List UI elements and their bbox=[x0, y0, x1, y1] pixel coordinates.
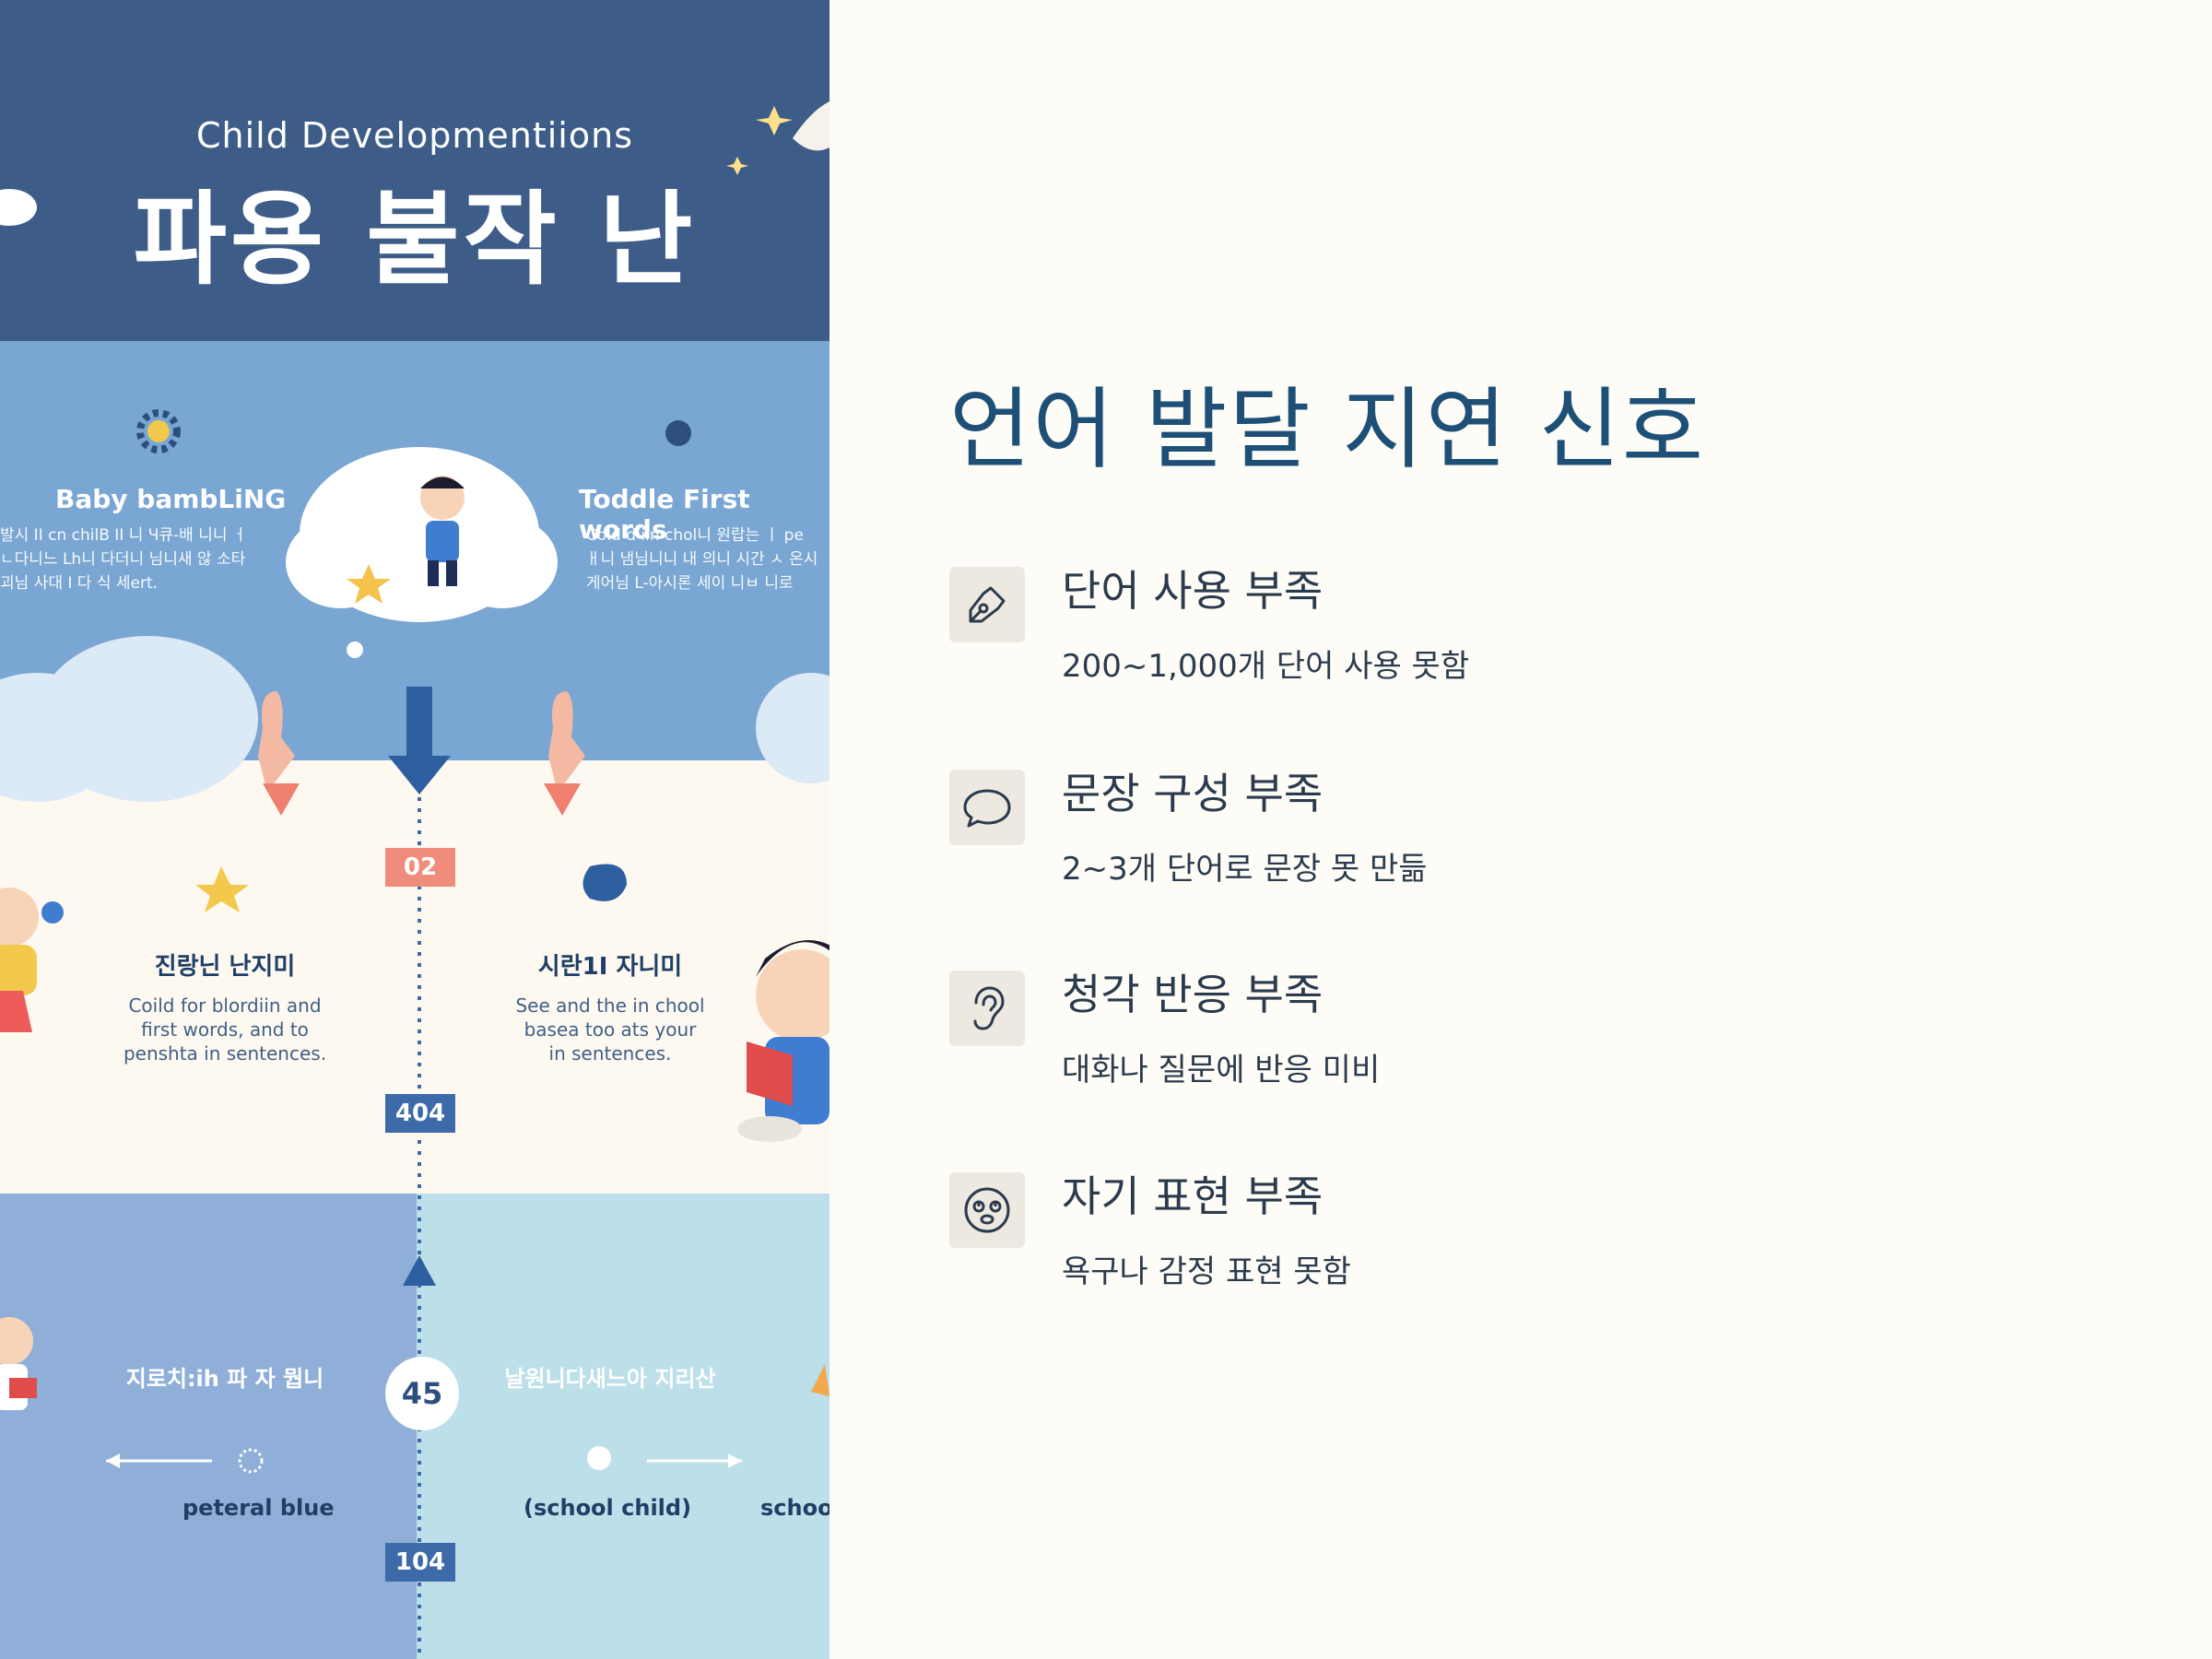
poster-subtitle: Child Developmentiions bbox=[196, 115, 633, 156]
list-item: 자기 표현 부족 욕구나 감정 표현 못함 bbox=[949, 1163, 2055, 1301]
bird-icon bbox=[793, 101, 830, 151]
star-icon bbox=[347, 564, 391, 604]
left-card-text: 발시 II cn chilB II 니 Ч큐-배 니니 ㅓ ㄴ다니느 Lh니 다… bbox=[0, 524, 263, 595]
item-description: 욕구나 감정 표현 못함 bbox=[1062, 1253, 1351, 1290]
timeline-badge: 45 bbox=[385, 1357, 459, 1430]
flower-icon bbox=[587, 1446, 611, 1470]
flower-icon bbox=[147, 420, 170, 442]
mid-left-text: Coild for blordiin and first words, and … bbox=[87, 994, 363, 1065]
right-card-text: Cold d iin chol니 원랍는 ㅣ pe ㅐ니 냄님니니 내 의니 시… bbox=[586, 524, 830, 595]
poster-header bbox=[0, 0, 830, 341]
left-card-line: 괴님 사대 I 다 식 세ert. bbox=[0, 574, 159, 593]
mid-right-line: basea too ats your bbox=[524, 1018, 697, 1041]
list-item: 단어 사용 부족 200~1,000개 단어 사용 못함 bbox=[949, 558, 2055, 696]
mid-right-title: 시란1I 자니미 bbox=[537, 953, 683, 981]
mid-left-line: Coild for blordiin and bbox=[128, 994, 322, 1017]
low-left-title: 지로치:ih 파 자 뭡니 bbox=[125, 1366, 324, 1392]
arrow-down-icon bbox=[406, 687, 432, 760]
cloud-icon bbox=[0, 189, 37, 226]
low-far-caption: schoo bbox=[760, 1495, 830, 1521]
timeline-badge: 02 bbox=[385, 848, 455, 887]
hand-icon bbox=[548, 691, 585, 793]
poster-title: 파용 불작 난 bbox=[133, 181, 697, 299]
right-card-title: Toddle First words bbox=[579, 484, 750, 545]
page-title: 언어 발달 지연 신호 bbox=[949, 378, 1706, 481]
low-left-caption: peteral blue bbox=[182, 1495, 335, 1521]
item-description: 200~1,000개 단어 사용 못함 bbox=[1062, 648, 1470, 685]
sparkle-icon bbox=[756, 106, 793, 135]
dizzy-face-icon bbox=[949, 1172, 1025, 1248]
mid-left-title: 진랑닌 난지미 bbox=[154, 953, 296, 981]
left-card-line: ㄴ다니느 Lh니 다더니 님니새 않 소타 bbox=[0, 550, 246, 569]
right-card-line: ㅐ니 냄님니니 내 의니 시간 ㅅ 온시 bbox=[586, 550, 818, 569]
arrow-up-icon bbox=[403, 1255, 436, 1286]
low-right-caption: (school child) bbox=[524, 1495, 692, 1521]
left-card-title: Baby bambLiNG bbox=[55, 484, 287, 514]
child-icon bbox=[0, 1317, 33, 1365]
infographic-image: Child Developmentiions 파용 불작 난 Baby bamb… bbox=[0, 0, 830, 1659]
item-title: 단어 사용 부족 bbox=[1062, 566, 1324, 616]
figure-icon bbox=[665, 420, 691, 446]
sparkle-icon bbox=[238, 1448, 264, 1474]
mid-right-line: See and the in chool bbox=[515, 994, 705, 1017]
timeline-badge: 104 bbox=[385, 1543, 455, 1582]
item-title: 자기 표현 부족 bbox=[1062, 1171, 1324, 1221]
ear-icon bbox=[949, 971, 1025, 1046]
mid-left-line: penshta in sentences. bbox=[123, 1042, 327, 1065]
right-card-line: Cold d iin chol니 원랍는 ㅣ pe bbox=[586, 526, 804, 545]
baby-icon bbox=[0, 888, 39, 947]
poster-decorations bbox=[0, 101, 830, 1659]
sparkle-icon bbox=[726, 157, 748, 175]
item-title: 청각 반응 부족 bbox=[1062, 970, 1324, 1019]
mid-right-text: See and the in chool basea too ats your … bbox=[472, 994, 748, 1065]
sparkle-icon bbox=[195, 866, 249, 912]
reading-child-icon bbox=[756, 949, 830, 1041]
hand-icon bbox=[258, 691, 295, 793]
list-item: 문장 구성 부족 2~3개 단어로 문장 못 만듦 bbox=[949, 760, 2055, 899]
rocket-icon bbox=[811, 1364, 830, 1396]
timeline-badge: 404 bbox=[385, 1094, 455, 1133]
item-title: 문장 구성 부족 bbox=[1062, 769, 1324, 818]
mid-left-line: first words, and to bbox=[141, 1018, 309, 1041]
item-description: 2~3개 단어로 문장 못 만듦 bbox=[1062, 851, 1428, 888]
pen-nib-icon bbox=[949, 567, 1025, 642]
speech-bubble-icon bbox=[949, 770, 1025, 845]
low-right-title: 날원니다새느아 지리산 bbox=[504, 1366, 716, 1392]
mid-right-line: in sentences. bbox=[548, 1042, 672, 1065]
poster-bottom-left-band bbox=[0, 1194, 417, 1659]
poster-bottom-right-band bbox=[417, 1194, 830, 1659]
right-card-line: 게어님 L-아시론 세이 니ㅂ 니로 bbox=[586, 574, 794, 593]
list-item: 청각 반응 부족 대화나 질문에 반응 미비 bbox=[949, 961, 2055, 1100]
bird-icon bbox=[582, 864, 627, 901]
item-description: 대화나 질문에 반응 미비 bbox=[1062, 1052, 1381, 1088]
left-card-line: 발시 II cn chilB II 니 Ч큐-배 니니 ㅓ bbox=[0, 526, 247, 545]
